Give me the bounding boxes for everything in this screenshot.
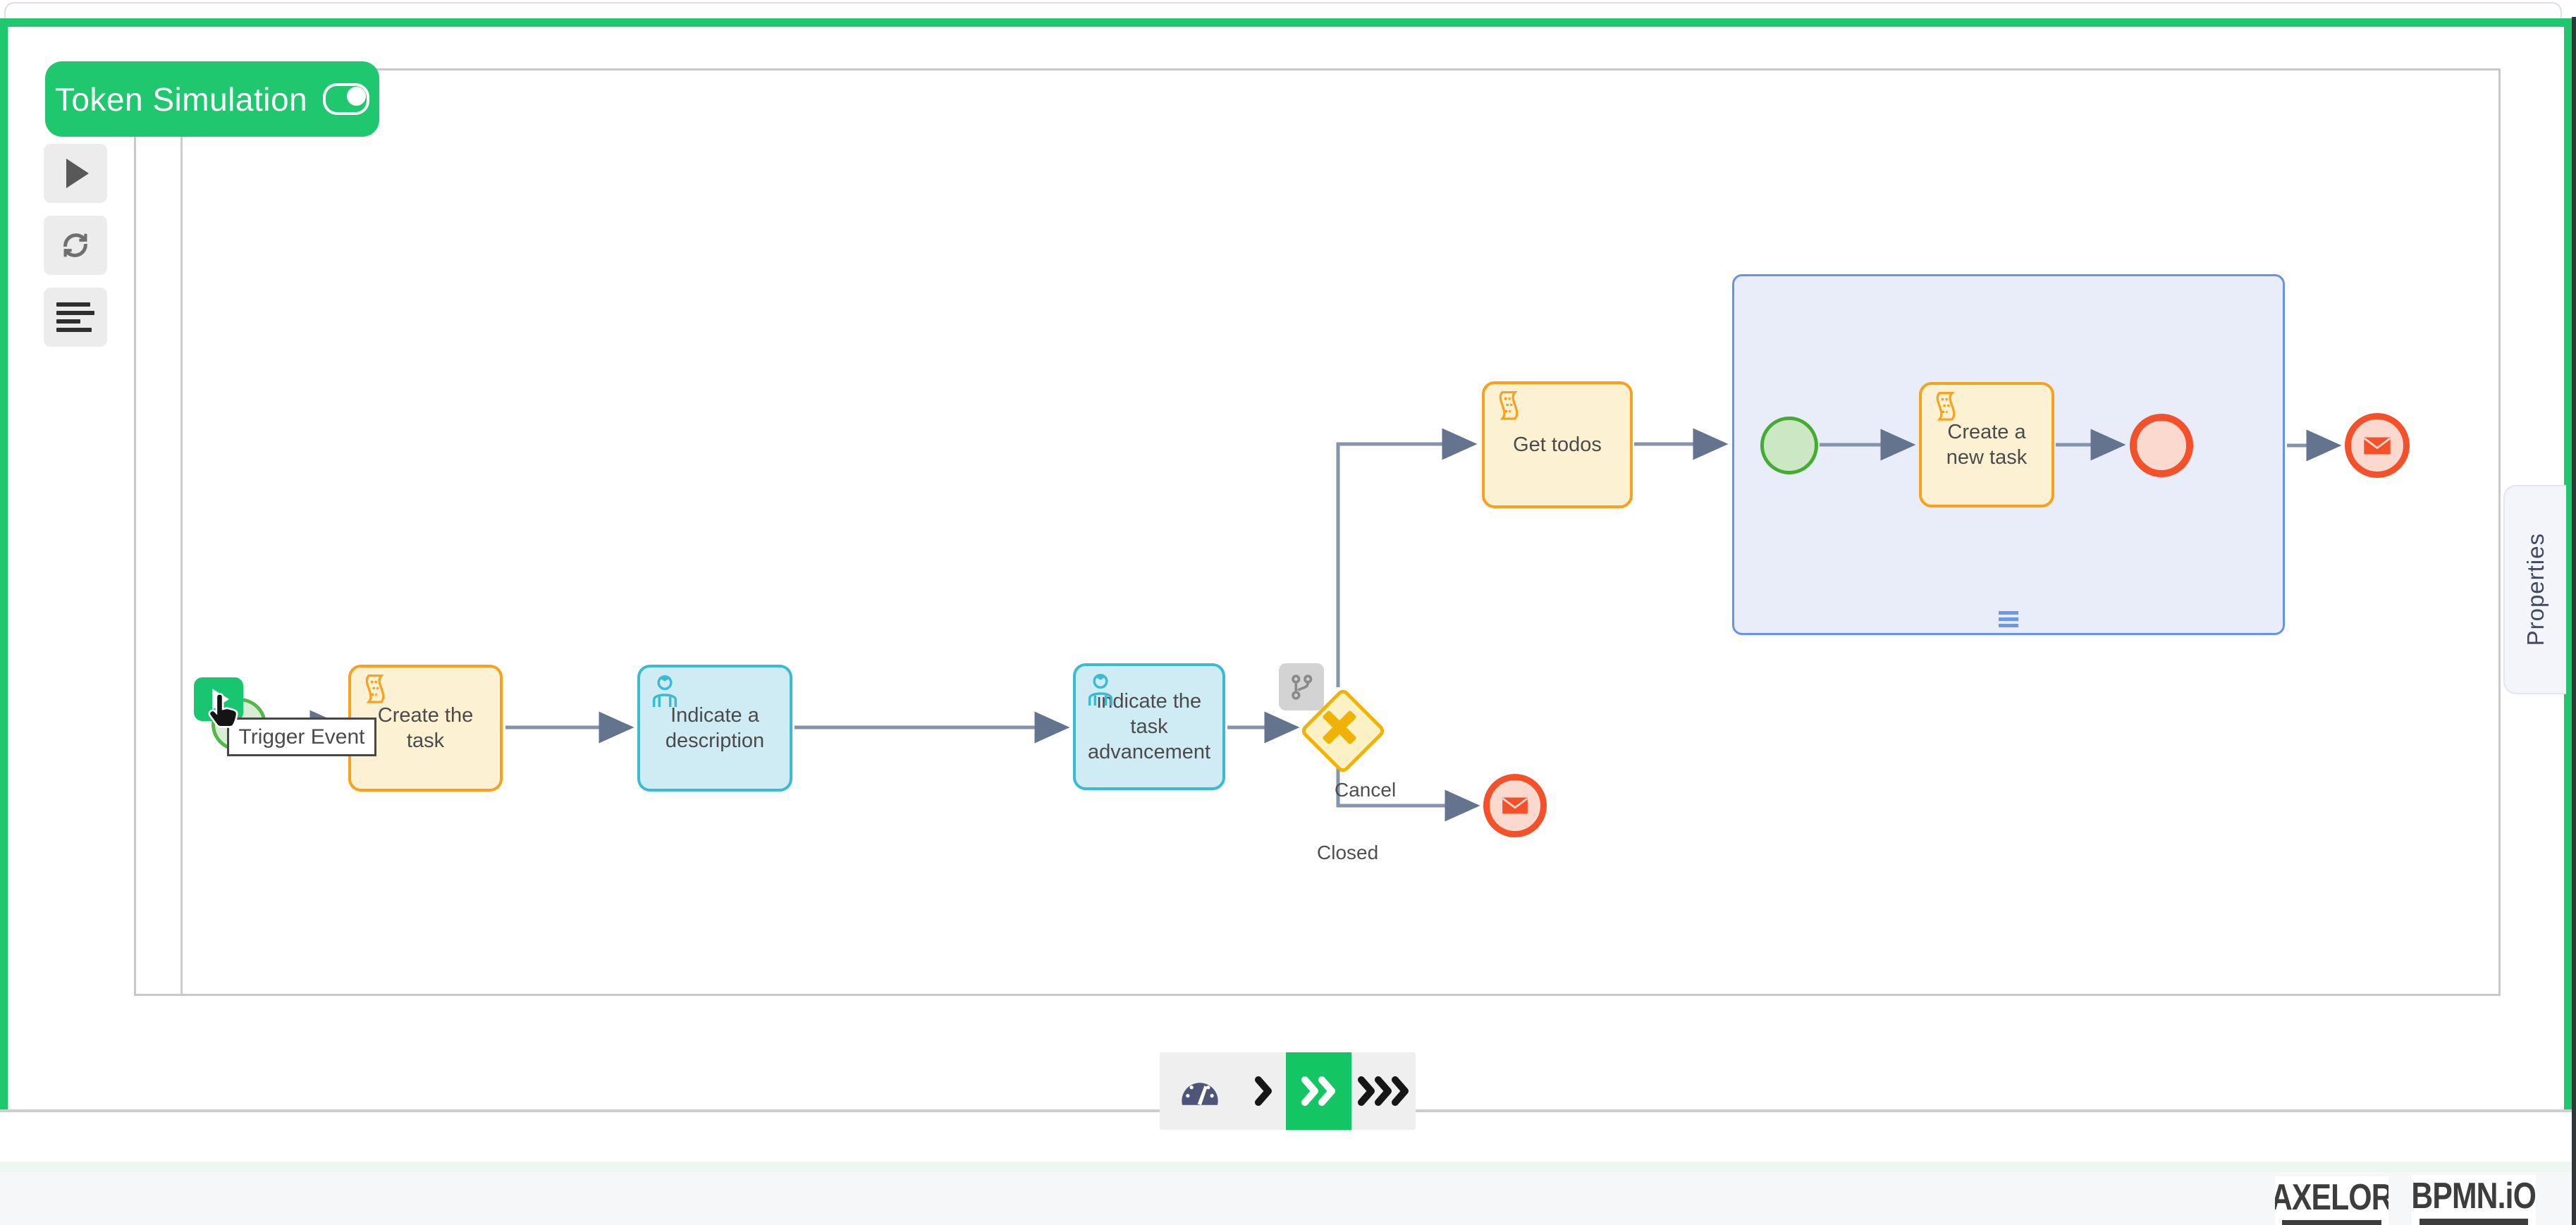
gateway-set-flow-button[interactable] (1279, 663, 1324, 710)
play-simulation-button[interactable] (44, 144, 107, 203)
hand-cursor-icon (208, 692, 238, 728)
task-label: Indicate a description (665, 704, 765, 752)
envelope-icon (1500, 795, 1530, 816)
bpmn-io-logo-bar (2419, 1219, 2529, 1225)
chevron-fast-icon (1357, 1076, 1409, 1106)
message-end-event[interactable] (2345, 413, 2410, 478)
reset-simulation-button[interactable] (44, 216, 107, 275)
token-simulation-toggle[interactable]: Token Simulation (45, 61, 379, 137)
axelor-logo-text: AXELOR (2275, 1177, 2388, 1218)
user-task-icon (1084, 672, 1117, 707)
task-label: indicate the task advancement (1087, 690, 1211, 763)
speed-gauge-button[interactable] (1160, 1052, 1240, 1130)
bpmn-io-logo-text: BPMN.iO (2412, 1176, 2536, 1217)
reset-icon (63, 233, 87, 257)
speed-fast-button[interactable] (1351, 1052, 1416, 1130)
playback-speed-palette (1160, 1052, 1416, 1130)
canvas-left-divider (180, 70, 183, 994)
speedometer-icon (1182, 1083, 1218, 1105)
play-icon (66, 159, 89, 188)
window-right-edge (2572, 17, 2576, 1225)
task-create-new-task[interactable]: Create a new task (1919, 382, 2054, 507)
chevron-slow-icon (1254, 1076, 1272, 1106)
task-label: Get todos (1513, 433, 1602, 456)
toggle-on-icon (323, 83, 370, 115)
bpmn-io-logo[interactable]: BPMN.iO (2412, 1175, 2536, 1225)
footer-band (0, 1172, 2576, 1225)
properties-tab-label: Properties (2522, 533, 2549, 646)
branch-fork-icon (1292, 674, 1313, 700)
flow-label-closed: Closed (1317, 842, 1379, 863)
token-simulation-label: Token Simulation (54, 80, 308, 118)
log-icon (56, 302, 94, 332)
footer-mint-strip (0, 1162, 2576, 1172)
subprocess-start-event[interactable] (1760, 417, 1818, 474)
axelor-logo-bar (2281, 1220, 2382, 1225)
flow-label-cancel: Cancel (1335, 779, 1397, 801)
task-label: Create the task (377, 704, 474, 752)
user-task-icon (649, 673, 681, 708)
subprocess-collapse-marker-icon[interactable] (1999, 611, 2018, 627)
task-indicate-advancement[interactable]: indicate the task advancement (1073, 663, 1225, 790)
subprocess-end-event[interactable] (2130, 414, 2193, 477)
simulation-log-button[interactable] (44, 288, 107, 347)
axelor-logo[interactable]: AXELOR (2275, 1176, 2388, 1225)
chevron-normal-icon (1301, 1076, 1335, 1106)
speed-slow-button[interactable] (1240, 1052, 1286, 1130)
script-task-icon (1930, 390, 1961, 426)
trigger-event-tooltip: Trigger Event (227, 718, 376, 756)
task-get-todos[interactable]: Get todos (1482, 381, 1633, 508)
task-label: Create a new task (1946, 421, 2028, 469)
envelope-icon (2362, 435, 2393, 456)
cancel-message-end-event[interactable] (1483, 774, 1547, 837)
speed-normal-button[interactable] (1286, 1052, 1351, 1130)
script-task-icon (1493, 390, 1524, 425)
script-task-icon (360, 673, 391, 708)
properties-panel-tab[interactable]: Properties (2503, 485, 2566, 694)
task-indicate-description[interactable]: Indicate a description (637, 665, 792, 792)
